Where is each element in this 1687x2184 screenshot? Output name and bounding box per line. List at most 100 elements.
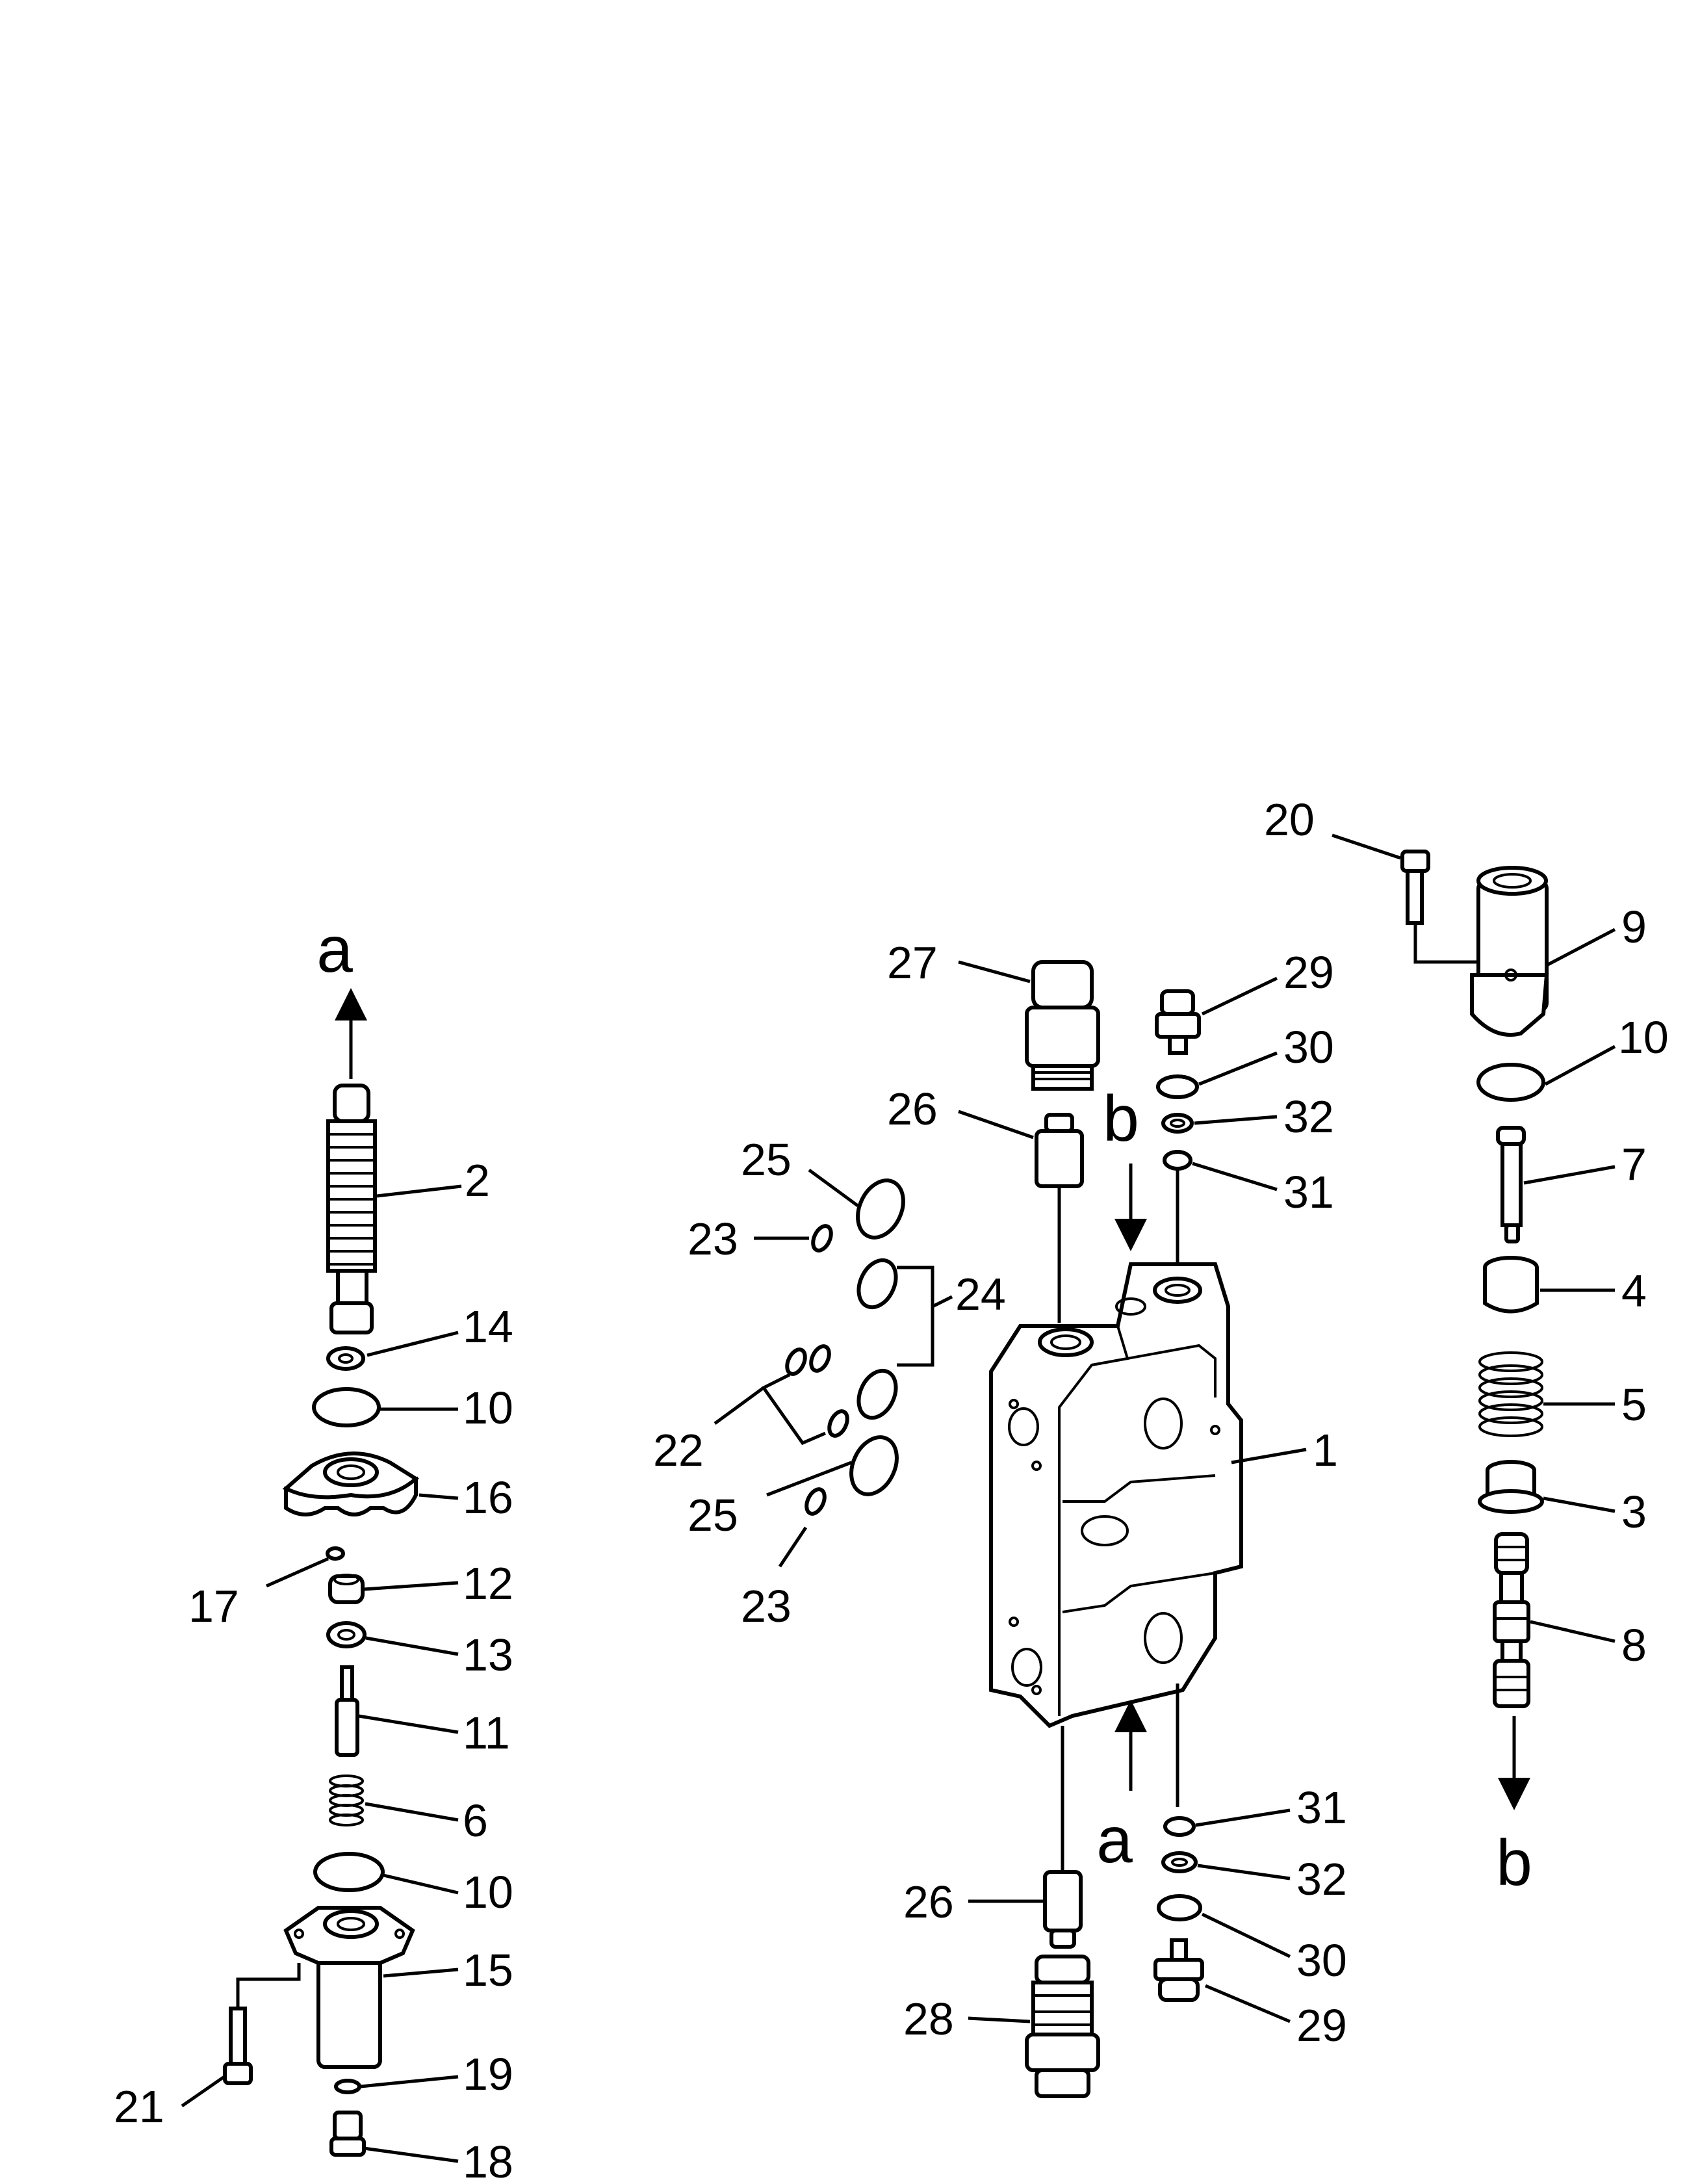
part-32-ring-top: [1161, 1113, 1194, 1134]
part-32-ring-bottom: [1161, 1851, 1198, 1873]
leader-29a: [1201, 976, 1278, 1016]
part-9-cap-housing: [1470, 866, 1549, 1037]
part-7-pin: [1496, 1126, 1526, 1243]
callout-10a: 10: [463, 1383, 513, 1433]
part-24-oring-upper: [856, 1258, 898, 1310]
part-14-ring: [326, 1346, 365, 1371]
part-3-retainer: [1478, 1460, 1544, 1514]
callout-32b: 32: [1296, 1854, 1347, 1904]
leader-17: [265, 1557, 329, 1588]
part-22-oring-a: [785, 1347, 807, 1376]
leader-16: [419, 1493, 459, 1500]
leader-28: [968, 2016, 1031, 2023]
left-valve-assembly: a 2 14 10 16 17: [114, 913, 513, 2184]
part-16-cover: [282, 1451, 420, 1516]
part-22-oring-b: [809, 1344, 831, 1373]
callout-20: 20: [1264, 794, 1315, 845]
part-28-valve: [1025, 1955, 1100, 2098]
leader-10b: [383, 1873, 459, 1895]
leader-3: [1543, 1496, 1616, 1513]
ref-b-mid: b: [1103, 1082, 1139, 1155]
bracket-24: [897, 1266, 934, 1367]
part-11-pin: [335, 1665, 359, 1757]
leader-9: [1545, 928, 1616, 967]
callout-6: 6: [463, 1795, 488, 1846]
part-22-oring-c: [827, 1409, 849, 1438]
side-orings: [785, 1178, 905, 1516]
part-18-plug: [329, 2111, 366, 2157]
part-26-top: [1035, 1113, 1084, 1188]
callout-26b: 26: [903, 1877, 954, 1927]
part-30-oring-top: [1156, 1074, 1199, 1099]
center-valve-body-assembly: 27 26 29 30 32 31 b: [653, 937, 1347, 2098]
callout-8: 8: [1621, 1620, 1647, 1670]
part-27-valve: [1025, 960, 1100, 1091]
leader-30a: [1198, 1051, 1278, 1086]
part-13-washer: [326, 1621, 367, 1648]
part-29-plug-top: [1155, 989, 1201, 1055]
part-23-oring-upper: [811, 1224, 833, 1253]
bracket-22: [761, 1373, 826, 1446]
leader-8: [1530, 1620, 1616, 1643]
part-8-spool: [1493, 1532, 1530, 1708]
part-29-plug-bottom: [1153, 1938, 1204, 2002]
callout-27: 27: [887, 937, 938, 988]
leader-22: [714, 1386, 765, 1425]
part-19-ring: [334, 2079, 361, 2094]
leader-24: [931, 1295, 953, 1308]
part-6-spring: [329, 1774, 364, 1826]
part-25-oring-upper: [856, 1178, 905, 1240]
leader-26a: [958, 1110, 1034, 1139]
leader-20: [1332, 833, 1401, 860]
callout-23b: 23: [741, 1581, 792, 1632]
part-1-valve-body: [989, 1262, 1243, 1728]
part-15-housing: [283, 1906, 415, 2069]
leader-29b: [1205, 1984, 1291, 2023]
leader-1: [1231, 1448, 1307, 1464]
callout-13: 13: [463, 1630, 513, 1680]
leader-27: [958, 960, 1031, 983]
leader-30b: [1201, 1912, 1291, 1958]
leader-31b: [1195, 1808, 1291, 1827]
callout-17: 17: [188, 1581, 239, 1632]
callout-29a: 29: [1283, 947, 1334, 998]
leader-31a: [1192, 1162, 1278, 1191]
part-26-bottom: [1043, 1870, 1083, 1949]
part-30-oring-bottom: [1157, 1894, 1202, 1921]
part-24-oring-lower: [856, 1368, 898, 1420]
callout-14: 14: [463, 1301, 513, 1352]
callout-3: 3: [1621, 1487, 1647, 1537]
callout-15: 15: [463, 1945, 513, 1996]
leader-25a: [808, 1168, 859, 1208]
callout-25b: 25: [688, 1490, 738, 1540]
part-12-seat: [328, 1574, 365, 1604]
ref-a-mid: a: [1096, 1804, 1133, 1877]
part-10-oring-left-top: [312, 1387, 381, 1427]
leader-14: [367, 1331, 459, 1357]
leader-11: [358, 1714, 459, 1734]
part-2-spool: [326, 1084, 377, 1334]
leader-32b: [1197, 1864, 1291, 1880]
leader-18: [363, 2146, 459, 2163]
callout-30a: 30: [1283, 1022, 1334, 1072]
callout-7: 7: [1621, 1139, 1647, 1190]
leader-23b: [778, 1526, 808, 1568]
leader-21-install: [236, 1963, 301, 2008]
callout-28: 28: [903, 1994, 954, 2044]
callout-2: 2: [465, 1155, 490, 1206]
part-10-oring-left-bottom: [313, 1852, 385, 1892]
leader-6: [365, 1802, 459, 1822]
leader-13: [365, 1636, 459, 1656]
callout-11: 11: [463, 1708, 510, 1758]
part-23-oring-lower: [805, 1487, 827, 1516]
leader-19: [360, 2075, 459, 2088]
ref-a-left: a: [316, 913, 353, 986]
callout-24: 24: [955, 1269, 1006, 1320]
part-20-bolt: [1400, 850, 1430, 925]
callout-5: 5: [1621, 1379, 1647, 1430]
callout-25a: 25: [741, 1134, 792, 1185]
ref-b-right: b: [1496, 1826, 1532, 1899]
callout-22: 22: [653, 1425, 704, 1476]
part-4-seat: [1483, 1256, 1539, 1314]
